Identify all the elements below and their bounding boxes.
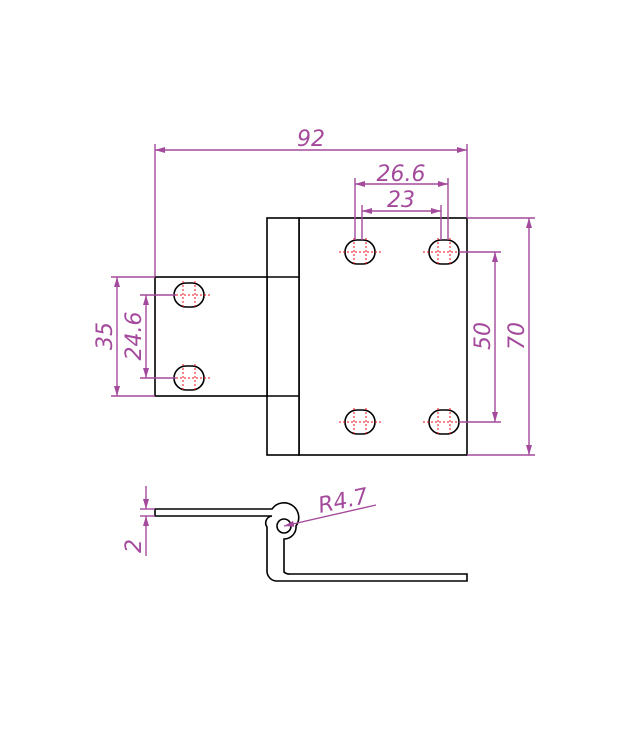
dim-hole-pitch-outer: 26.6: [354, 162, 449, 240]
right-leaf-outline: [298, 217, 468, 456]
dim-hole-pitch-inner-label: 23: [387, 188, 415, 213]
dim-hole-pitch-inner: 23: [361, 188, 442, 240]
dim-knuckle-radius-label: R4.7: [316, 484, 370, 519]
dimensions-top-view: 92 26.6 23 35 24.6: [93, 127, 535, 456]
dim-right-leaf-height-label: 70: [505, 322, 530, 350]
dim-left-leaf-height: 35: [93, 276, 155, 397]
top-view: [154, 217, 468, 456]
dim-hole-pitch-outer-label: 26.6: [377, 162, 426, 187]
dim-right-leaf-height: 70: [467, 217, 535, 456]
dim-right-hole-spacing-label: 50: [471, 322, 496, 350]
dim-overall-width-label: 92: [297, 127, 325, 152]
dimensions-side-view: 2 R4.7: [122, 484, 377, 556]
side-view: [154, 502, 468, 582]
dim-overall-width: 92: [154, 127, 468, 277]
dim-left-hole-spacing-label: 24.6: [122, 312, 147, 361]
knuckle-strip: [266, 217, 300, 456]
hole-right-bottom-left: [339, 408, 381, 436]
hole-right-top-left: [339, 238, 381, 266]
dim-right-hole-spacing: 50: [459, 251, 501, 423]
dim-thickness: 2: [122, 486, 155, 556]
side-profile-outline: [154, 502, 468, 582]
dim-left-hole-spacing: 24.6: [122, 294, 176, 379]
dim-thickness-label: 2: [122, 539, 147, 553]
dim-left-leaf-height-label: 35: [93, 322, 118, 350]
